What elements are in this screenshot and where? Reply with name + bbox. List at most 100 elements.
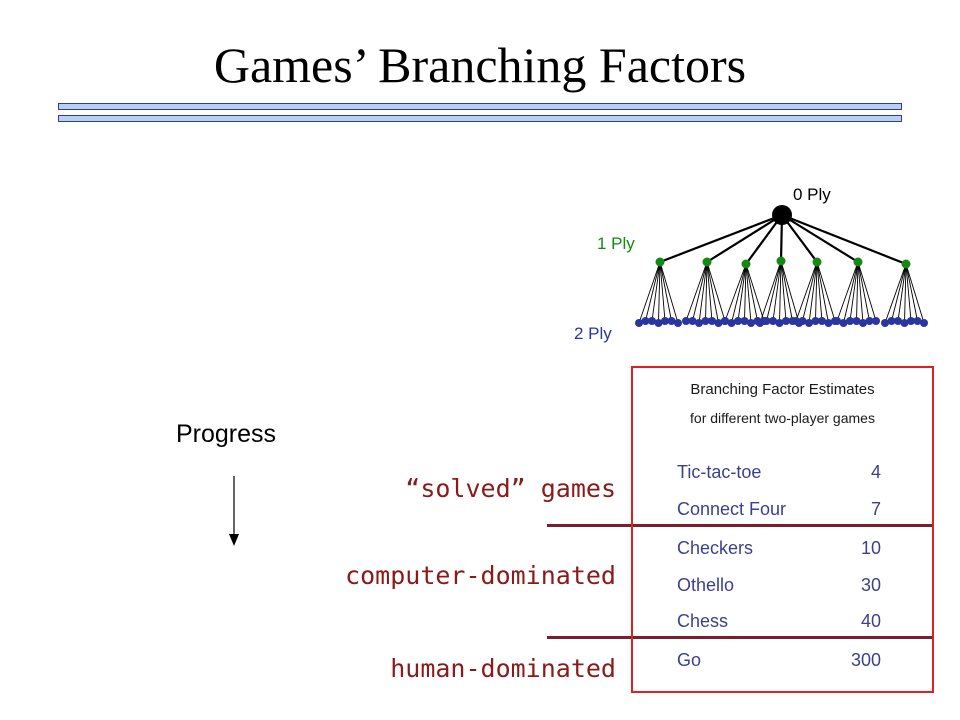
branching-value: 7 [870,499,881,519]
ply-2-edge [692,261,708,322]
ply-1-edge [706,214,783,263]
ply-2-node [811,317,820,325]
ply-2-edge [816,261,829,324]
ply-2-node [900,319,909,327]
ply-2-node [887,317,896,325]
branching-value: 40 [860,611,881,631]
game-name: Tic-tac-toe [677,462,762,482]
game-name: Checkers [677,538,754,558]
ply-2-node [839,319,848,327]
ply-2-edge [857,261,870,322]
ply-2-node [798,317,807,325]
ply-2-edge [904,263,907,324]
ply-2-node [907,317,915,325]
category-human-dominated: human-dominated [390,654,616,683]
ply-2-node [865,317,874,325]
ply-1-edge [781,213,907,266]
ply-2-edge [724,263,747,322]
ply-2-edge [731,263,747,324]
ply-2-edge [706,261,713,322]
ply-2-edge [658,261,661,324]
table-heading: Branching Factor Estimates [690,381,875,398]
ply-2-node [881,319,889,327]
ply-2-edge [795,261,818,322]
ply-1-edge [659,213,783,264]
game-tree-diagram [635,205,928,327]
ply-2-edge [808,261,818,324]
ply-2-edge [780,260,787,322]
ply-2-edge [802,261,818,322]
ply-2-node [674,319,682,327]
ply-2-edge [816,261,836,322]
ply-2-node [775,319,784,327]
ply-2-edge [745,263,758,322]
ply-2-edge [766,260,782,322]
ply-2-node [635,319,643,327]
ply-2-node [782,317,790,325]
ply-2-edge [659,261,672,322]
ply-2-edge [815,261,818,322]
ply-2-node [913,317,922,325]
ply-1-node [655,257,665,267]
ply-1-label: 1 Ply [597,234,635,253]
branching-factor-table: Branching Factor Estimates for different… [631,366,934,693]
branching-value: 4 [870,462,881,482]
ply-1-edge [745,214,783,265]
ply-2-node [846,317,854,325]
ply-2-edge [891,263,907,322]
ply-2-edge [744,263,747,322]
ply-2-node [852,317,861,325]
ply-2-edge [745,263,752,324]
ply-2-edge [705,261,708,322]
ply-2-edge [745,263,765,322]
ply-2-node [833,317,841,325]
ply-2-edge [779,260,782,324]
ply-1-node [776,256,786,266]
ply-2-node [682,317,690,325]
ply-2-node [740,317,749,325]
ply-2-edge [645,261,661,322]
progress-label: Progress [176,420,277,448]
ply-2-edge [897,263,907,322]
ply-2-edge [905,263,918,322]
ply-2-node [734,317,742,325]
down-arrow-icon [229,476,239,546]
ply-2-edge [737,263,747,322]
ply-2-label: 2 Ply [574,324,612,343]
ply-2-edge [759,260,782,324]
ply-2-edge [659,261,666,322]
ply-1-node [702,257,712,267]
ply-2-node [667,317,676,325]
ply-2-node [727,319,736,327]
ply-2-edge [685,261,708,322]
ply-2-node [762,317,771,325]
game-name: Othello [677,575,735,595]
ply-2-edge [780,260,793,322]
ply-2-edge [651,261,661,322]
ply-2-node [688,317,697,325]
ply-2-edge [884,263,907,324]
title-rule-bottom [58,115,902,122]
ply-1-node [741,259,751,269]
ply-2-node [920,319,928,327]
slide-title: Games’ Branching Factors [213,37,747,93]
ply-2-edge [816,261,823,322]
ply-2-node [641,317,650,325]
ply-1-node [812,257,822,267]
ply-2-node [792,317,800,325]
ply-2-edge [905,263,925,324]
game-name: Connect Four [677,499,787,519]
separator-solved [547,524,934,527]
ply-1-node [853,257,863,267]
ply-2-node [701,317,710,325]
ply-2-edge [706,261,726,322]
ply-2-edge [849,261,859,322]
ply-2-edge [706,261,719,324]
ply-2-node [756,319,764,327]
ply-2-node [661,317,669,325]
ply-2-edge [905,263,912,322]
ply-2-edge [638,261,661,324]
title-rule-top [58,103,902,110]
ply-2-node [695,319,703,327]
ply-2-edge [780,260,800,324]
